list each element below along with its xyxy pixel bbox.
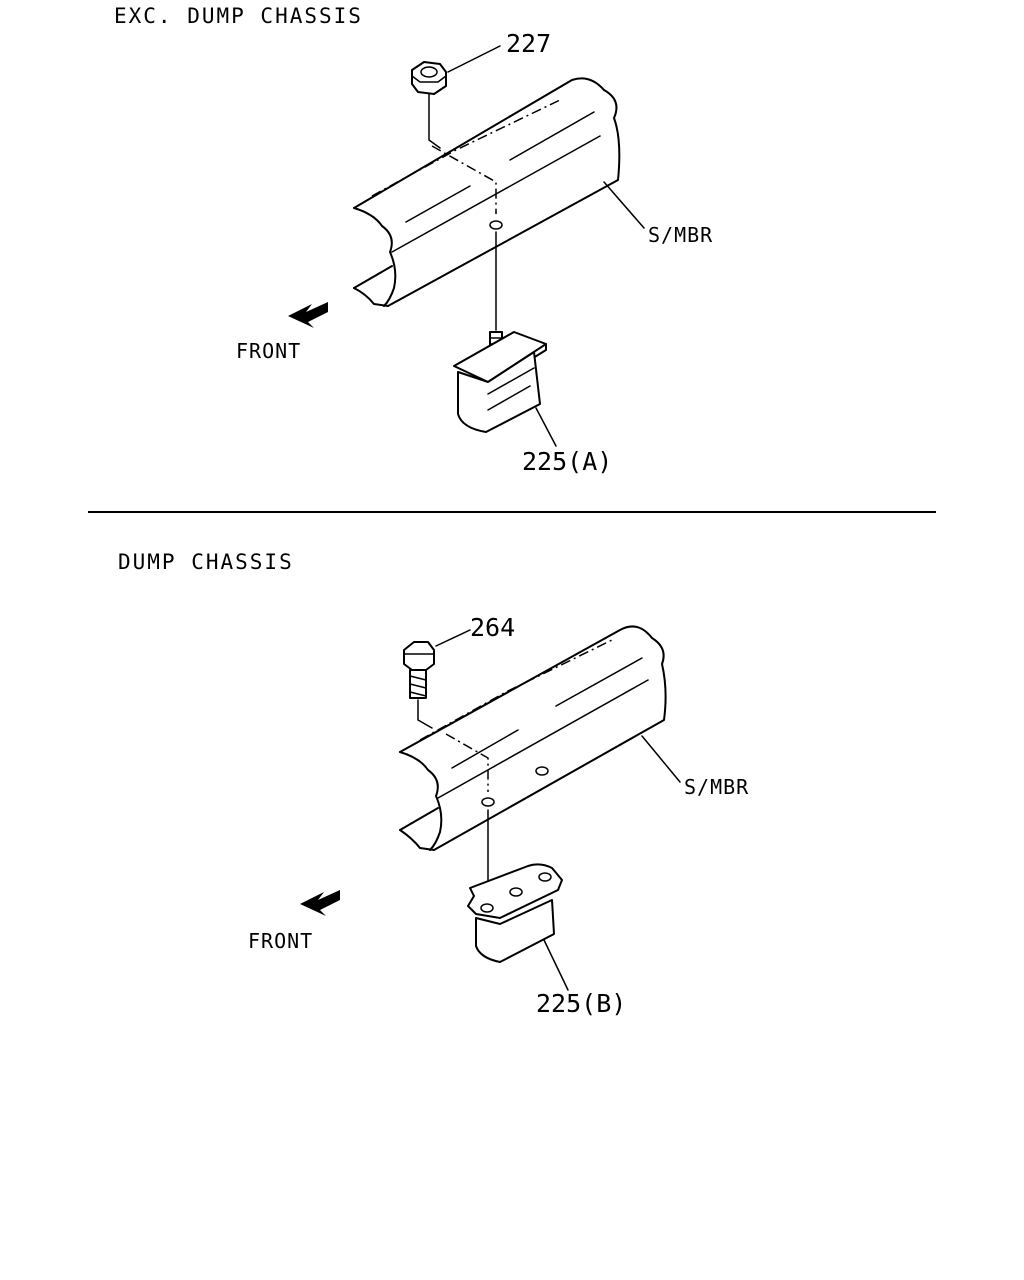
section-title-dump-chassis: DUMP CHASSIS [118, 550, 294, 574]
section-divider [88, 511, 936, 513]
section-title-exc-dump-chassis: EXC. DUMP CHASSIS [114, 4, 363, 28]
bumper-stopper-b [467, 863, 563, 963]
front-arrow-icon [288, 302, 328, 328]
diagram-exc-dump-chassis: 227 S/MBR 225(A) FRONT [236, 29, 713, 476]
bolt-icon [403, 641, 435, 699]
callout-number-264: 264 [470, 613, 515, 642]
nut-icon [411, 61, 447, 95]
front-arrow-icon [300, 890, 340, 916]
bumper-stopper-a [453, 331, 547, 433]
callout-label-side-member: S/MBR [648, 223, 713, 247]
callout-number-227: 227 [506, 29, 551, 58]
callout-label-side-member: S/MBR [684, 775, 749, 799]
side-member [399, 625, 667, 851]
callout-number-225b: 225(B) [536, 989, 626, 1018]
side-member [353, 77, 621, 307]
diagram-dump-chassis: 264 S/MBR 225(B) FRONT [248, 613, 749, 1018]
callout-number-225a: 225(A) [522, 447, 612, 476]
front-direction-label: FRONT [248, 929, 313, 953]
front-direction-label: FRONT [236, 339, 301, 363]
